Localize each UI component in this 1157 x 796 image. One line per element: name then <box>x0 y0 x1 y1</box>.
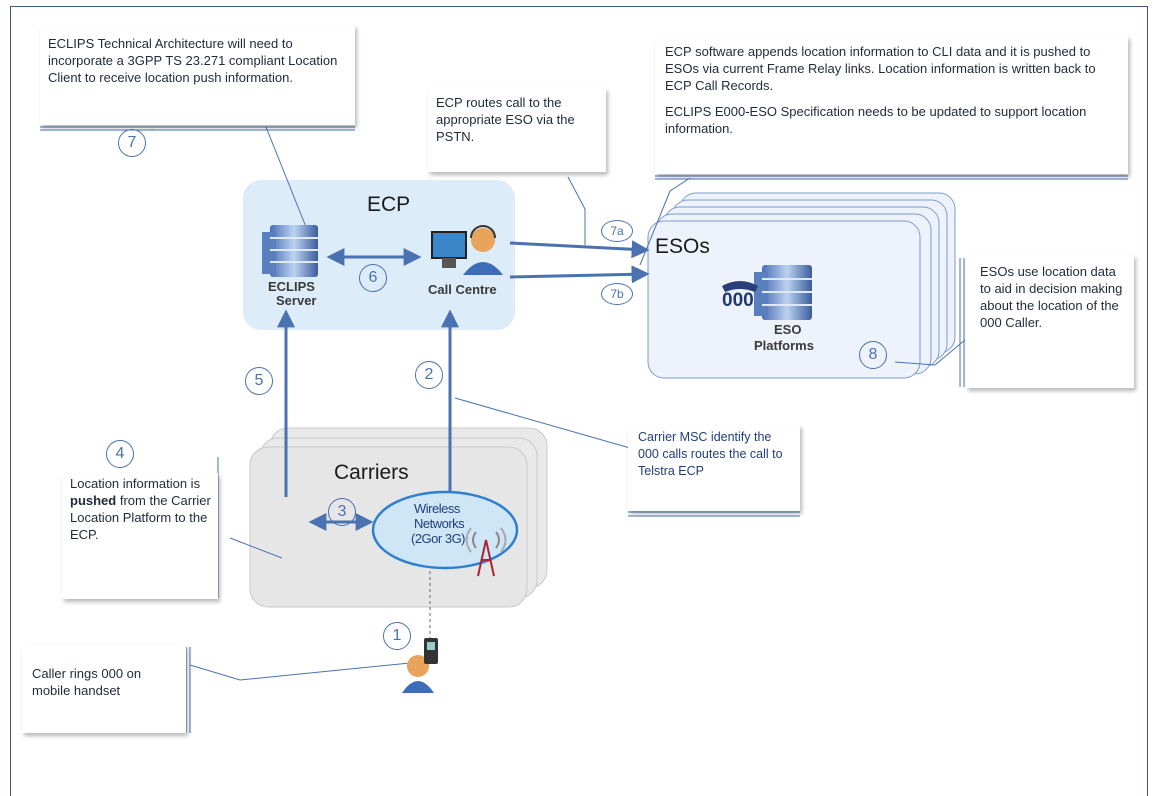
step-4-badge: 4 <box>106 440 134 468</box>
eclips-server-label-line1: ECLIPS <box>268 279 315 294</box>
callout-carrier-msc-text: Carrier MSC identify the 000 calls route… <box>638 430 783 478</box>
wireless-label-line1: Wireless <box>414 501 460 516</box>
step-7-badge: 7 <box>118 129 146 157</box>
callout-location-pushed-text: Location information is pushed from the … <box>70 476 211 542</box>
carriers-label: Carriers <box>334 461 409 484</box>
eclips-server-icon <box>262 225 318 277</box>
phone-000-label: 000 <box>722 290 754 311</box>
eso-server-icon <box>754 265 812 320</box>
telephone-icon <box>722 281 758 292</box>
callout-eclips-architecture-text: ECLIPS Technical Architecture will need … <box>48 36 338 85</box>
step-8-badge: 8 <box>859 341 887 369</box>
call-centre-agent-icon <box>431 225 503 275</box>
callout-location-pushed: Location information is pushed from the … <box>62 473 218 599</box>
eso-platforms-label-line2: Platforms <box>754 338 814 353</box>
step-6-badge: 6 <box>359 264 387 292</box>
callout-carrier-msc: Carrier MSC identify the 000 calls route… <box>628 425 800 511</box>
wireless-label-line3: (2Gor 3G) <box>411 531 466 546</box>
eclips-server-label-line2: Server <box>276 293 317 308</box>
callout-esos-use-text: ESOs use location data to aid in decisio… <box>980 264 1123 330</box>
callout-ecp-routes-text: ECP routes call to the appropriate ESO v… <box>436 95 575 144</box>
callout-ecp-software-p2: ECLIPS E000-ESO Specification needs to b… <box>665 104 1087 136</box>
wireless-networks-ellipse <box>371 490 519 570</box>
diagram-frame <box>10 6 1148 796</box>
callout-ecp-routes: ECP routes call to the appropriate ESO v… <box>428 88 606 172</box>
step-5-badge: 5 <box>245 367 273 395</box>
arrow-7b <box>509 265 650 284</box>
callout-eclips-architecture: ECLIPS Technical Architecture will need … <box>40 25 355 125</box>
ecp-label: ECP <box>367 193 411 216</box>
call-centre-label: Call Centre <box>428 282 497 297</box>
arrow-7a <box>509 240 650 259</box>
callout-esos-use: ESOs use location data to aid in decisio… <box>966 255 1134 388</box>
callout-caller: Caller rings 000 on mobile handset <box>22 645 186 733</box>
tower-icon <box>465 527 507 577</box>
callout-caller-text: Caller rings 000 on mobile handset <box>32 666 142 698</box>
wireless-label-line2: Networks <box>414 516 465 531</box>
step-7b-badge: 7b <box>601 283 633 305</box>
esos-label: ESOs <box>655 235 710 258</box>
caller-mobile-icon <box>402 638 438 693</box>
step-1-badge: 1 <box>383 622 411 650</box>
step-7a-badge: 7a <box>601 220 633 242</box>
step-2-badge: 2 <box>415 361 443 389</box>
callout-ecp-software: ECP software appends location informatio… <box>655 36 1128 174</box>
eso-platforms-label-line1: ESO <box>774 322 802 337</box>
step-3-badge: 3 <box>328 498 356 526</box>
callout-ecp-software-p1: ECP software appends location informatio… <box>665 44 1096 93</box>
